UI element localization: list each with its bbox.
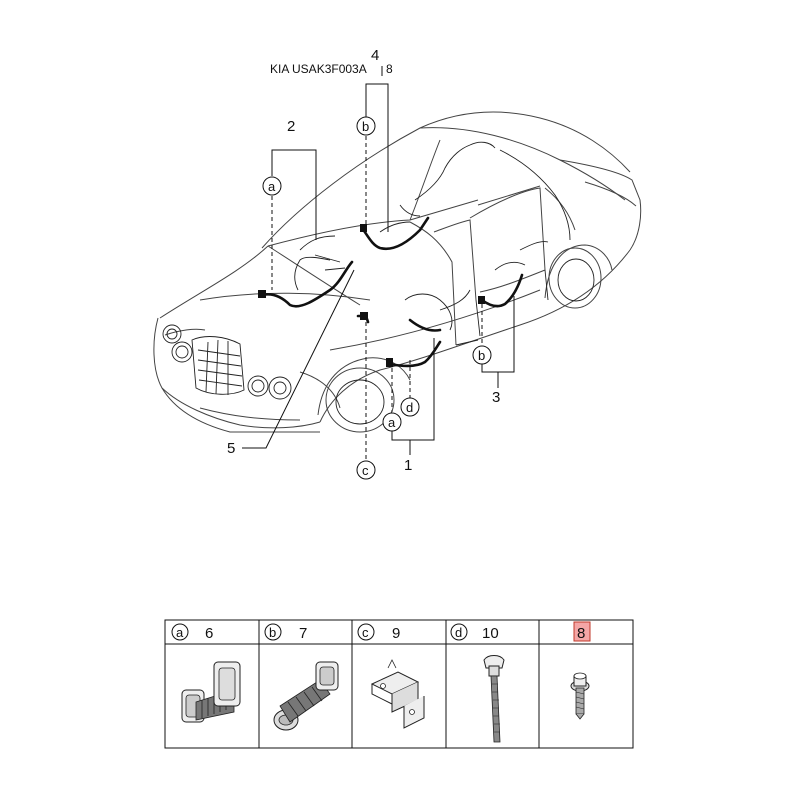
- svg-text:b: b: [478, 348, 485, 363]
- parts-cell-8[interactable]: 8: [570, 621, 591, 720]
- bracket-icon: [370, 659, 425, 729]
- svg-text:a: a: [388, 415, 396, 430]
- svg-text:c: c: [362, 625, 369, 640]
- callout-c: c: [356, 322, 376, 480]
- svg-text:d: d: [455, 625, 462, 640]
- svg-text:d: d: [406, 400, 413, 415]
- part-number-9: 9: [392, 625, 400, 642]
- part-number-7: 7: [299, 625, 307, 642]
- callout-4-label: 4: [371, 47, 379, 64]
- callout-3: b 3: [472, 296, 515, 406]
- grommet-a-icon: [181, 661, 241, 723]
- circle-d-bottom: [400, 397, 420, 417]
- circle-a-left: [262, 176, 282, 196]
- car-outline: [153, 111, 642, 433]
- part-8-highlight: [573, 621, 591, 642]
- diagram-code: KIA USAK3F003A: [270, 62, 367, 76]
- svg-text:a: a: [176, 625, 184, 640]
- parts-cell-c[interactable]: c 9: [357, 623, 425, 729]
- callout-5: 5: [227, 269, 355, 457]
- svg-text:a: a: [268, 179, 276, 194]
- part-number-8: 8: [577, 625, 585, 642]
- callout-1: a d 1: [382, 338, 435, 474]
- grommet-b-icon: [273, 661, 339, 731]
- callout-3-label: 3: [492, 389, 500, 406]
- part-number-6: 6: [205, 625, 213, 642]
- parts-table: a 6 b 7: [164, 619, 634, 749]
- cable-tie-icon: [483, 655, 505, 743]
- bolt-icon: [570, 672, 590, 720]
- callout-8-top: 8: [386, 62, 393, 76]
- callout-4: 4 b: [356, 47, 389, 232]
- svg-text:c: c: [362, 463, 369, 478]
- parts-cell-b[interactable]: b 7: [264, 623, 339, 731]
- callout-2: 2 a: [262, 118, 317, 290]
- circle-c-bottom: [356, 460, 376, 480]
- svg-text:b: b: [269, 625, 276, 640]
- svg-text:b: b: [362, 119, 369, 134]
- circle-b-top: [356, 116, 376, 136]
- part-number-10: 10: [482, 625, 499, 642]
- parts-cell-a[interactable]: a 6: [171, 623, 241, 723]
- parts-cell-d[interactable]: d 10: [450, 623, 505, 743]
- callout-1-label: 1: [404, 457, 412, 474]
- wire-harness-group: [258, 141, 571, 368]
- callout-5-label: 5: [227, 440, 235, 457]
- callout-2-label: 2: [287, 118, 295, 135]
